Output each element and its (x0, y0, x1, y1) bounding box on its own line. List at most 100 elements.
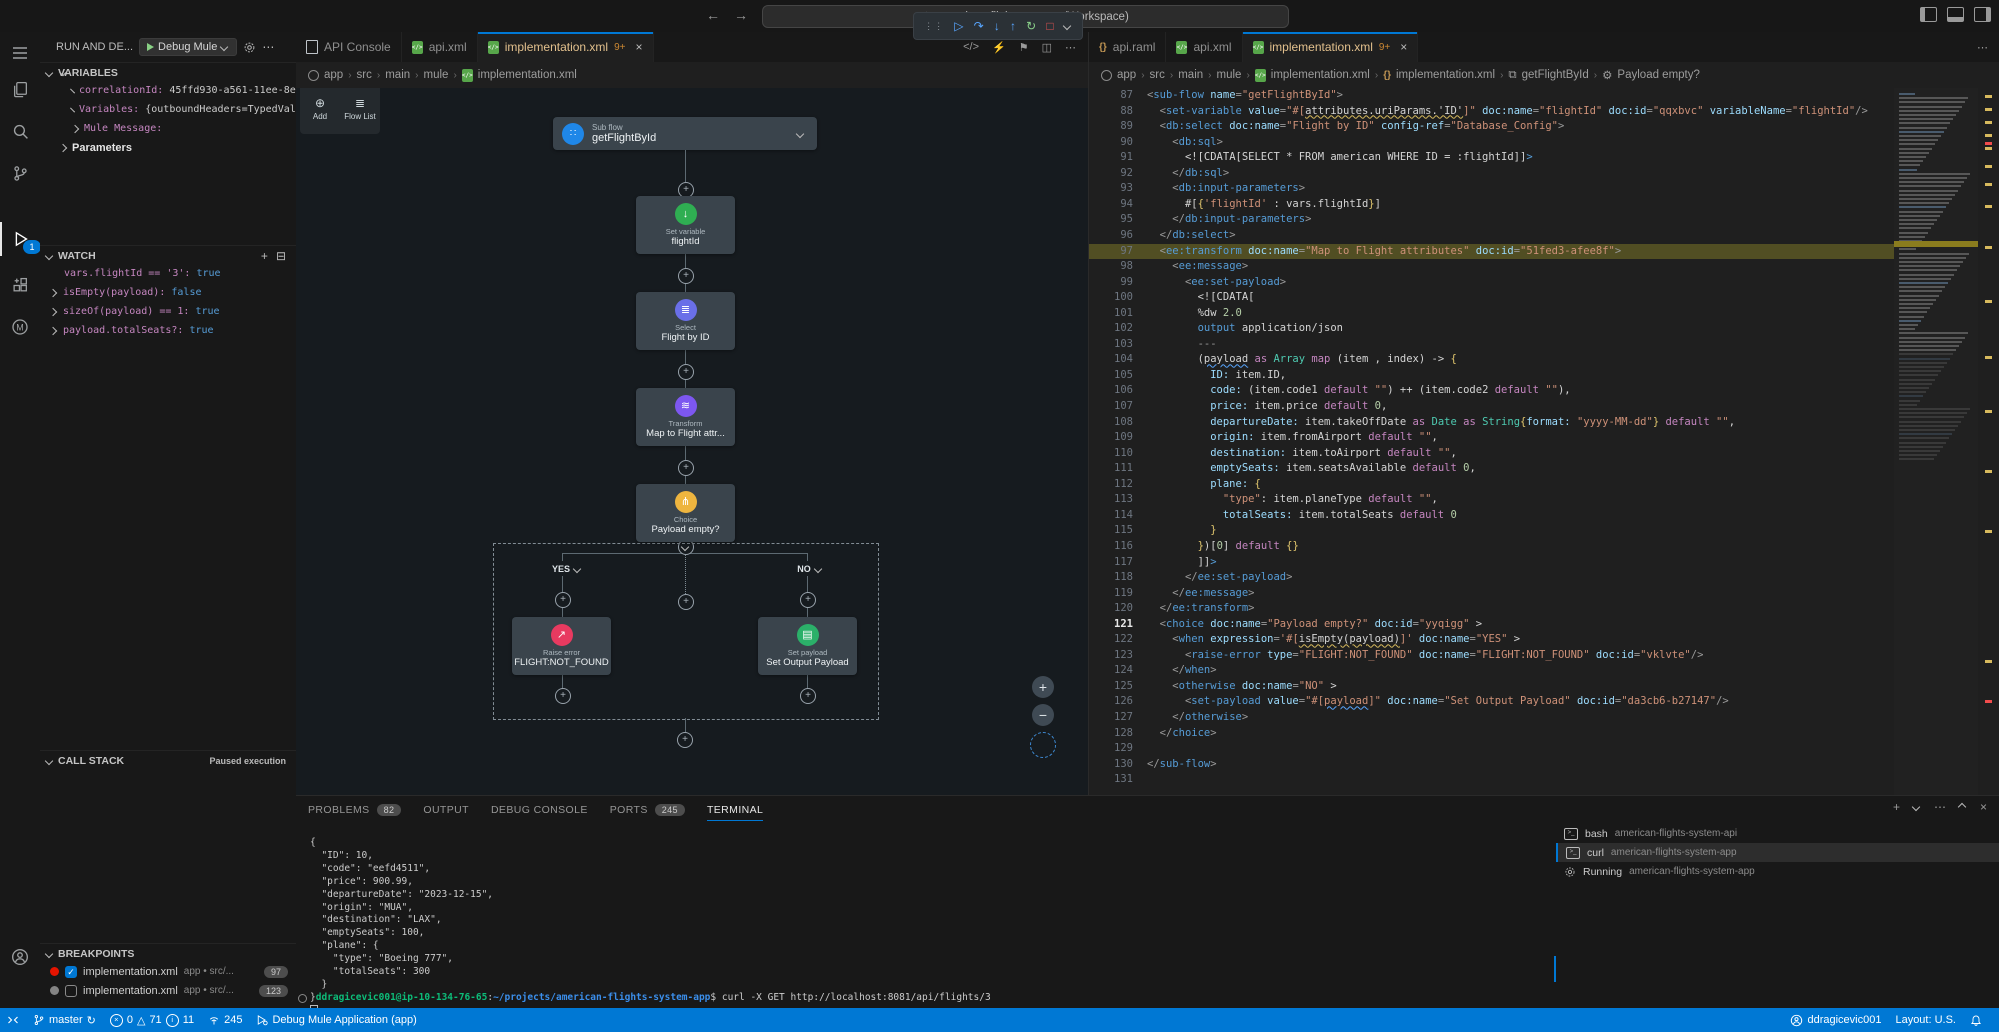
chevron-down-icon[interactable] (796, 129, 804, 137)
code-line[interactable]: 95 </db:input-parameters> (1089, 212, 1894, 228)
mule-extension-icon[interactable]: M (0, 310, 40, 344)
code-line[interactable]: 125 <otherwise doc:name="NO" > (1089, 679, 1894, 695)
code-line[interactable]: 107 price: item.price default 0, (1089, 399, 1894, 415)
breakpoint-item[interactable]: ✓implementation.xmlapp • src/...97 (40, 962, 296, 981)
flow-node-set-output-payload[interactable]: ▤Set payloadSet Output Payload (758, 617, 857, 675)
code-line[interactable]: 105 ID: item.ID, (1089, 368, 1894, 384)
explorer-icon[interactable] (0, 72, 40, 106)
debug-restart-icon[interactable]: ↻ (1026, 19, 1036, 33)
watch-expression[interactable]: sizeOf(payload) == 1: true (40, 302, 296, 321)
code-line[interactable]: 108 departureDate: item.takeOffDate as D… (1089, 415, 1894, 431)
flow-node-flight-by-id[interactable]: ≣SelectFlight by ID (636, 292, 735, 350)
breadcrumb-item[interactable]: src (1150, 69, 1165, 81)
code-line[interactable]: 93 <db:input-parameters> (1089, 181, 1894, 197)
editor-breadcrumb[interactable]: app›src›main›mule›</>implementation.xml›… (1089, 62, 1999, 88)
more-actions-icon[interactable]: ⋯ (262, 40, 274, 54)
deploy-icon[interactable]: ⚑ (1019, 41, 1029, 54)
breakpoint-checkbox[interactable] (65, 985, 77, 997)
code-line[interactable]: 99 <ee:set-payload> (1089, 275, 1894, 291)
code-line[interactable]: 121 <choice doc:name="Payload empty?" do… (1089, 617, 1894, 633)
code-line[interactable]: 101 %dw 2.0 (1089, 306, 1894, 322)
code-line[interactable]: 126 <set-payload value="#[payload]" doc:… (1089, 694, 1894, 710)
code-line[interactable]: 118 </ee:set-payload> (1089, 570, 1894, 586)
code-line[interactable]: 115 } (1089, 523, 1894, 539)
code-line[interactable]: 109 origin: item.fromAirport default "", (1089, 430, 1894, 446)
bolt-icon[interactable]: ⚡ (992, 41, 1006, 54)
code-line[interactable]: 89 <db:select doc:name="Flight by ID" co… (1089, 119, 1894, 135)
code-line[interactable]: 94 #[{'flightId' : vars.flightId}] (1089, 197, 1894, 213)
zoom-in-button[interactable]: + (1032, 676, 1054, 698)
code-editor[interactable]: 87<sub-flow name="getFlightById">88 <set… (1089, 88, 1999, 795)
tab-api.xml[interactable]: </>api.xml (402, 32, 478, 62)
flow-node-flight-not-found[interactable]: ↗Raise errorFLIGHT:NOT_FOUND (512, 617, 611, 675)
watch-expression[interactable]: vars.flightId == '3': true (40, 264, 296, 283)
git-branch-status[interactable]: master ↻ (26, 1008, 103, 1032)
tab-API Console[interactable]: API Console (296, 32, 402, 62)
code-line[interactable]: 117 ]]> (1089, 555, 1894, 571)
chevron-down-icon[interactable] (1062, 22, 1070, 30)
debug-stop-icon[interactable]: □ (1046, 19, 1053, 33)
show-source-icon[interactable]: </> (963, 41, 979, 53)
panel-tab-terminal[interactable]: TERMINAL (707, 796, 763, 824)
history-forward-icon[interactable]: → (734, 7, 748, 23)
watch-header[interactable]: WATCH + ⊟ (40, 245, 296, 265)
breadcrumb-item[interactable]: main (385, 69, 410, 81)
code-line[interactable]: 127 </otherwise> (1089, 710, 1894, 726)
debug-continue-icon[interactable]: ▷ (954, 19, 963, 33)
extensions-icon[interactable] (0, 268, 40, 302)
more-actions-icon[interactable]: ⋯ (1934, 800, 1946, 814)
code-line[interactable]: 98 <ee:message> (1089, 259, 1894, 275)
branch-no-label[interactable]: NO (786, 561, 834, 576)
debug-step-into-icon[interactable]: ↓ (994, 19, 1000, 33)
variables-tree-item[interactable]: Mule Message: (40, 119, 296, 138)
tab-api.raml[interactable]: {}api.raml (1089, 32, 1166, 62)
terminal-list-item-Running[interactable]: Runningamerican-flights-system-app (1556, 862, 1999, 881)
code-line[interactable]: 116 })[0] default {} (1089, 539, 1894, 555)
breadcrumb-item[interactable]: mule (1217, 69, 1242, 81)
add-node-icon[interactable]: + (678, 268, 694, 284)
account-icon[interactable] (0, 940, 40, 974)
panel-tab-debug-console[interactable]: DEBUG CONSOLE (491, 796, 588, 824)
breadcrumb-item[interactable]: implementation.xml (1396, 69, 1495, 81)
code-line[interactable]: 124 </when> (1089, 663, 1894, 679)
more-actions-icon[interactable]: ⋯ (1065, 41, 1076, 54)
source-control-icon[interactable] (0, 156, 40, 190)
close-icon[interactable]: × (636, 40, 643, 54)
terminal-output[interactable]: { "ID": 10, "code": "eefd4511", "price":… (296, 824, 1556, 1009)
split-editor-icon[interactable]: ◫ (1042, 41, 1052, 54)
history-back-icon[interactable]: ← (706, 7, 720, 23)
remote-indicator[interactable] (0, 1008, 26, 1032)
watch-expression[interactable]: payload.totalSeats?: true (40, 321, 296, 340)
code-line[interactable]: 114 totalSeats: item.totalSeats default … (1089, 508, 1894, 524)
account-status[interactable]: ddragicevic001 (1783, 1008, 1888, 1032)
code-line[interactable]: 90 <db:sql> (1089, 135, 1894, 151)
sync-icon[interactable]: ↻ (87, 1014, 96, 1027)
tab-implementation.xml[interactable]: </>implementation.xml9+× (478, 32, 654, 62)
menu-icon[interactable] (0, 36, 40, 70)
variables-header[interactable]: VARIABLES (40, 62, 296, 82)
problems-status[interactable]: × 0 △ 71 i 11 (103, 1008, 201, 1032)
code-line[interactable]: 129 (1089, 741, 1894, 757)
add-component-button[interactable]: ⊕ Add (300, 88, 340, 134)
variables-tree-item[interactable]: correlationId: 45ffd930-a561-11ee-8e… (40, 81, 296, 100)
canvas-breadcrumb[interactable]: app›src›main›mule›</>implementation.xml (296, 62, 1088, 88)
flow-node-map-to-flight-attr-[interactable]: ≋TransformMap to Flight attr... (636, 388, 735, 446)
breadcrumb-item[interactable]: app (324, 69, 343, 81)
panel-tab-problems[interactable]: PROBLEMS82 (308, 796, 401, 824)
breakpoints-header[interactable]: BREAKPOINTS (40, 943, 296, 963)
flow-node-payload-empty-[interactable]: ⋔ChoicePayload empty? (636, 484, 735, 542)
code-line[interactable]: 91 <![CDATA[SELECT * FROM american WHERE… (1089, 150, 1894, 166)
close-icon[interactable]: × (1400, 40, 1407, 54)
flow-node-flightid[interactable]: ↓Set variableflightId (636, 196, 735, 254)
code-line[interactable]: 110 destination: item.toAirport default … (1089, 446, 1894, 462)
code-line[interactable]: 104 (payload as Array map (item , index)… (1089, 352, 1894, 368)
variables-tree-item[interactable]: Parameters (40, 138, 296, 157)
gear-icon[interactable] (243, 41, 256, 54)
code-line[interactable]: 130</sub-flow> (1089, 757, 1894, 773)
code-line[interactable]: 102 output application/json (1089, 321, 1894, 337)
variables-tree-item[interactable]: Variables: {outboundHeaders=TypedVal… (40, 100, 296, 119)
code-line[interactable]: 119 </ee:message> (1089, 586, 1894, 602)
terminal-list-item-curl[interactable]: >_curlamerican-flights-system-app (1556, 843, 1999, 862)
breakpoint-item[interactable]: implementation.xmlapp • src/...123 (40, 981, 296, 1000)
debug-session-status[interactable]: Debug Mule Application (app) (249, 1008, 423, 1032)
